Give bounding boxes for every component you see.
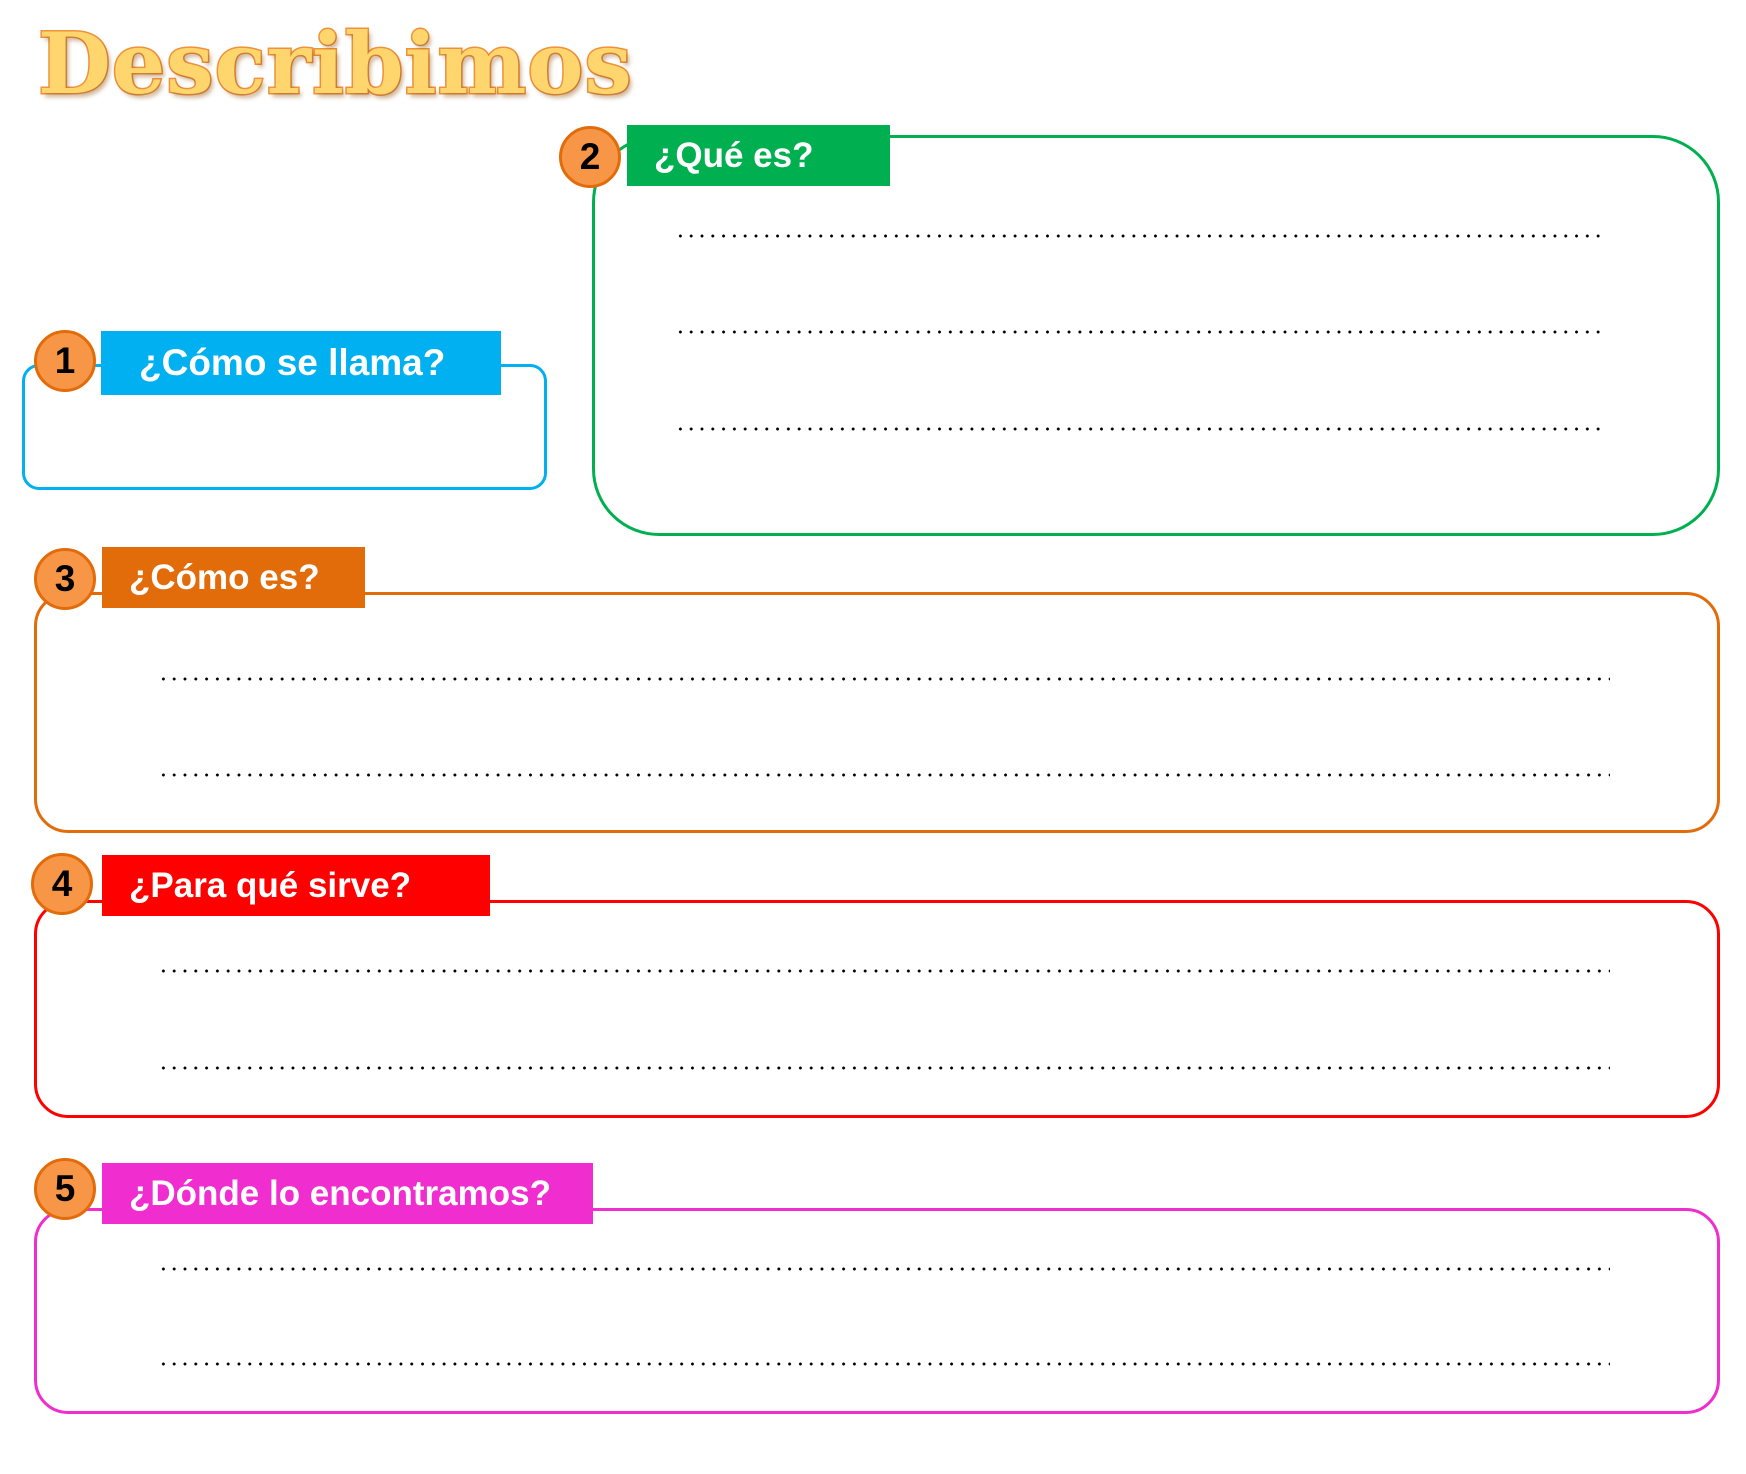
answer-box-what[interactable] <box>592 135 1720 536</box>
question-label-name: ¿Cómo se llama? <box>101 331 501 395</box>
answer-line[interactable] <box>675 427 1605 431</box>
answer-line[interactable] <box>158 1066 1610 1070</box>
answer-line[interactable] <box>675 234 1605 238</box>
answer-box-where[interactable] <box>34 1208 1720 1414</box>
worksheet-title: Describimos <box>37 13 634 115</box>
answer-line[interactable] <box>158 1267 1610 1271</box>
answer-line[interactable] <box>158 677 1610 681</box>
number-badge-1: 1 <box>34 330 96 392</box>
number-badge-4: 4 <box>31 853 93 915</box>
answer-box-how[interactable] <box>34 592 1720 833</box>
question-label-where: ¿Dónde lo encontramos? <box>102 1163 593 1224</box>
question-label-what: ¿Qué es? <box>627 125 890 186</box>
answer-line[interactable] <box>675 330 1605 334</box>
number-badge-2: 2 <box>559 126 621 188</box>
number-badge-5: 5 <box>34 1158 96 1220</box>
question-label-how: ¿Cómo es? <box>102 547 365 608</box>
number-badge-3: 3 <box>34 548 96 610</box>
answer-line[interactable] <box>158 773 1610 777</box>
answer-line[interactable] <box>158 1362 1610 1366</box>
answer-box-purpose[interactable] <box>34 900 1720 1118</box>
answer-line[interactable] <box>158 969 1610 973</box>
question-label-purpose: ¿Para qué sirve? <box>102 855 490 916</box>
